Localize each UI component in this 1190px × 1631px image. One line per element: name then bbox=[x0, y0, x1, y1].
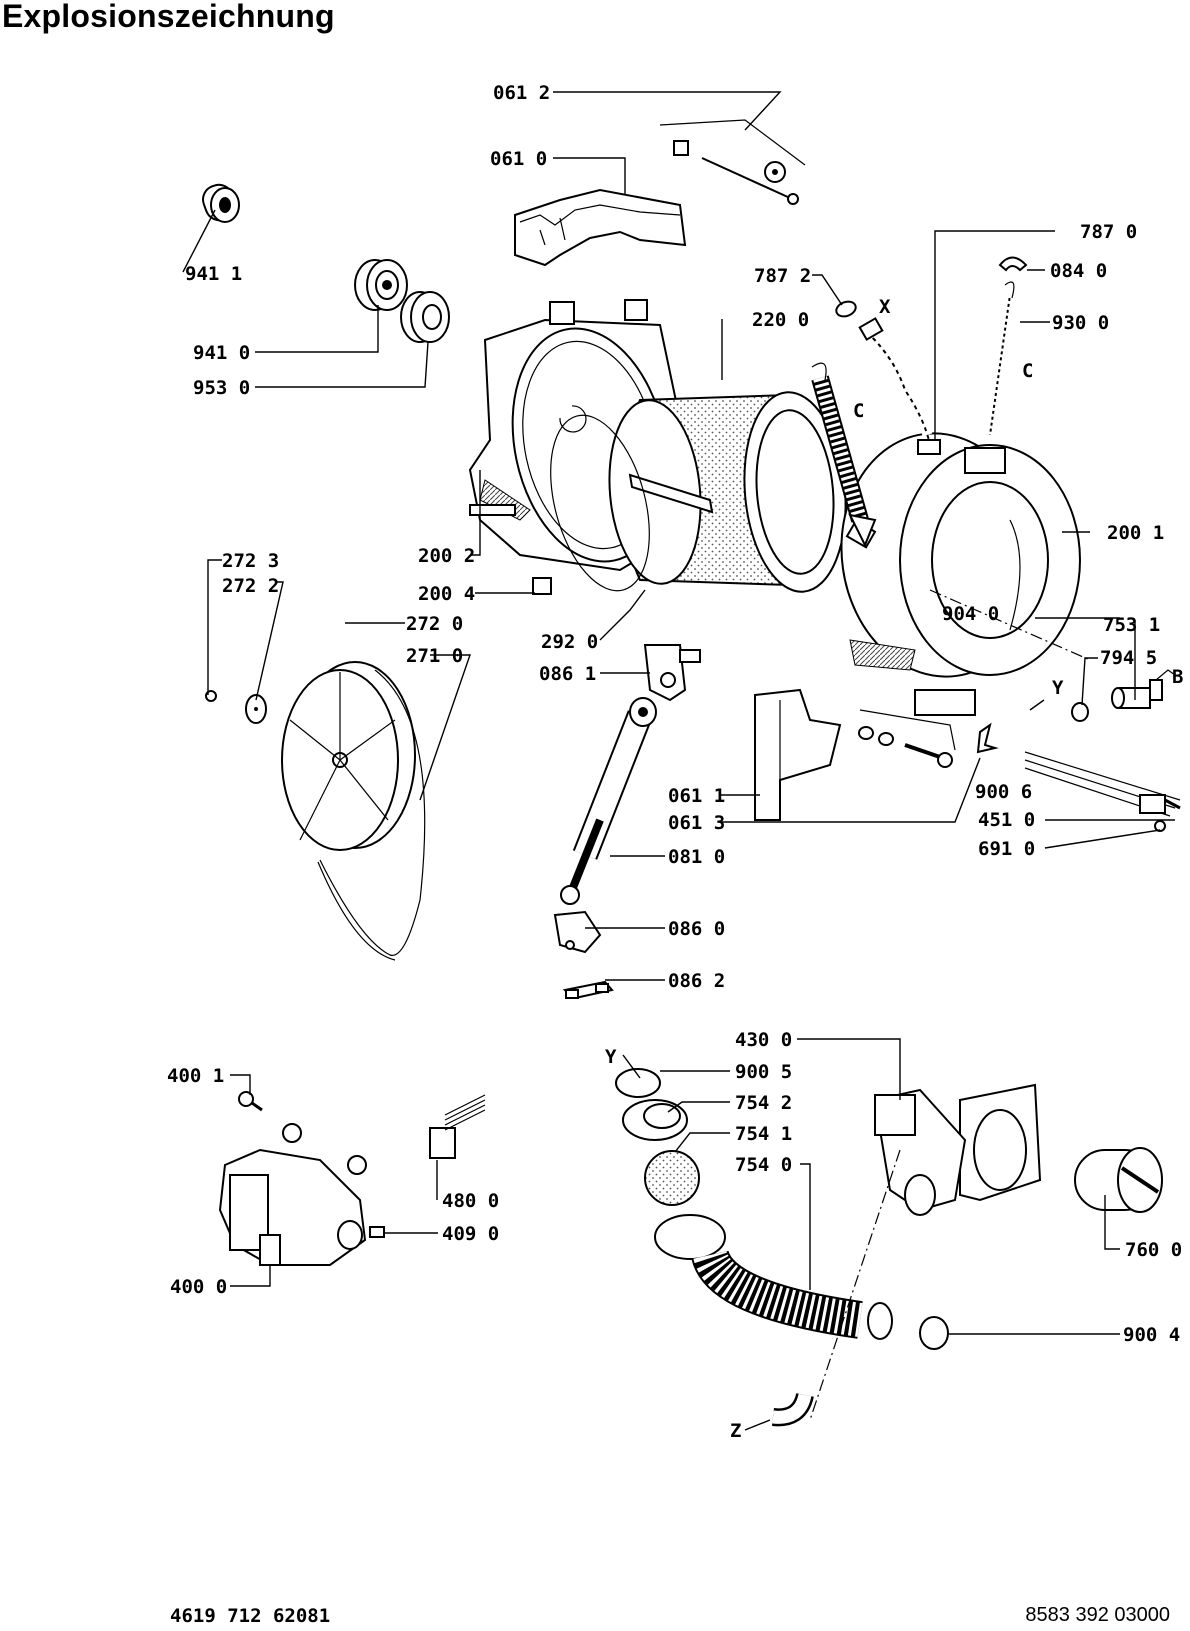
bearing-part-9411 bbox=[202, 183, 240, 223]
clamp-part-7872 bbox=[835, 300, 857, 318]
label-7542: 754 2 bbox=[735, 1092, 792, 1114]
counterweight-part-0611 bbox=[754, 688, 842, 821]
label-2720: 272 0 bbox=[406, 613, 463, 635]
ring-part-2920 bbox=[550, 414, 650, 592]
rod-part-0612 bbox=[659, 119, 806, 205]
label-x1: X bbox=[879, 296, 891, 318]
filter-part-7600 bbox=[1074, 1147, 1163, 1213]
heater-part-4510 bbox=[1024, 751, 1181, 817]
label-0610: 061 0 bbox=[490, 148, 547, 170]
label-0613: 061 3 bbox=[668, 812, 725, 834]
label-9006: 900 6 bbox=[975, 781, 1032, 803]
footer-left-code: 4619 712 62081 bbox=[170, 1605, 331, 1627]
bolt-set-part-0613 bbox=[858, 709, 956, 768]
nut-part-6910 bbox=[1154, 820, 1166, 832]
label-9004: 900 4 bbox=[1123, 1324, 1180, 1346]
label-7540: 754 0 bbox=[735, 1154, 792, 1176]
label-9530: 953 0 bbox=[193, 377, 250, 399]
bracket-part-0862 bbox=[562, 980, 614, 1000]
label-7541: 754 1 bbox=[735, 1123, 792, 1145]
part-labels: 061 2 061 0 941 1 787 0 787 2 X 084 0 22… bbox=[167, 82, 1183, 1442]
label-0860: 086 0 bbox=[668, 918, 725, 940]
label-7870: 787 0 bbox=[1080, 221, 1137, 243]
label-9005: 900 5 bbox=[735, 1061, 792, 1083]
drain-hose-part-7540 bbox=[654, 1214, 893, 1340]
label-6910: 691 0 bbox=[978, 838, 1035, 860]
label-2920: 292 0 bbox=[541, 631, 598, 653]
sensor-part-7531 bbox=[1111, 669, 1176, 709]
footer-right-code: 8583 392 03000 bbox=[1025, 1604, 1170, 1626]
brush-part-4800 bbox=[429, 1094, 486, 1159]
front-tub-part-2001 bbox=[840, 432, 1081, 716]
label-0611: 061 1 bbox=[668, 785, 725, 807]
label-4300: 430 0 bbox=[735, 1029, 792, 1051]
label-4090: 409 0 bbox=[442, 1223, 499, 1245]
clamp-part-9005 bbox=[615, 1068, 661, 1098]
label-y2: Y bbox=[605, 1046, 617, 1068]
label-2004: 200 4 bbox=[418, 583, 475, 605]
label-4001: 400 1 bbox=[167, 1065, 224, 1087]
assembly-axis-lines bbox=[809, 589, 1091, 1421]
label-y1: Y bbox=[1052, 677, 1064, 699]
clamp-part-9004 bbox=[919, 1316, 949, 1350]
seal-part-9530 bbox=[400, 291, 450, 343]
label-c1: C bbox=[1022, 360, 1033, 382]
label-c2: C bbox=[853, 400, 864, 422]
spring-part-left bbox=[811, 362, 877, 548]
label-4510: 451 0 bbox=[978, 809, 1035, 831]
label-9410: 941 0 bbox=[193, 342, 250, 364]
ball-part-7541 bbox=[644, 1150, 700, 1206]
label-9300: 930 0 bbox=[1052, 312, 1109, 334]
label-7531: 753 1 bbox=[1103, 614, 1160, 636]
drum-part-2200 bbox=[608, 391, 847, 593]
bellows-hose-part-7870 bbox=[858, 317, 941, 455]
exploded-view-diagram: 061 2 061 0 941 1 787 0 787 2 X 084 0 22… bbox=[167, 82, 1183, 1442]
label-2002: 200 2 bbox=[418, 545, 475, 567]
label-7945: 794 5 bbox=[1100, 647, 1157, 669]
screw-part-4001 bbox=[238, 1091, 263, 1112]
label-z: Z bbox=[730, 1420, 741, 1442]
label-0861: 086 1 bbox=[539, 663, 596, 685]
pump-part-4300 bbox=[873, 1083, 1042, 1216]
label-2001: 200 1 bbox=[1107, 522, 1164, 544]
belt-part-2710 bbox=[317, 669, 426, 961]
label-7600: 760 0 bbox=[1125, 1239, 1182, 1261]
label-2723: 272 3 bbox=[222, 550, 279, 572]
elbow-part-z bbox=[772, 1392, 814, 1427]
pulley-part-2720 bbox=[281, 661, 416, 851]
label-4800: 480 0 bbox=[442, 1190, 499, 1212]
page-title: Explosionszeichnung bbox=[2, 0, 335, 34]
label-4000: 400 0 bbox=[170, 1276, 227, 1298]
label-2710: 271 0 bbox=[406, 645, 463, 667]
label-2722: 272 2 bbox=[222, 575, 279, 597]
clip-part-2004 bbox=[532, 577, 552, 595]
bracket-part-0860 bbox=[553, 910, 602, 954]
label-b: B bbox=[1172, 666, 1183, 688]
label-9411: 941 1 bbox=[185, 263, 242, 285]
washer-part-2722 bbox=[245, 694, 267, 724]
label-9040: 904 0 bbox=[942, 603, 999, 625]
label-2200: 220 0 bbox=[752, 309, 809, 331]
label-0810: 081 0 bbox=[668, 846, 725, 868]
grommet-part-7945 bbox=[1071, 702, 1089, 722]
label-0840: 084 0 bbox=[1050, 260, 1107, 282]
label-7872: 787 2 bbox=[754, 265, 811, 287]
label-0612: 061 2 bbox=[493, 82, 550, 104]
label-0862: 086 2 bbox=[668, 970, 725, 992]
leader-lines bbox=[182, 91, 1175, 1431]
spring-part-9300 bbox=[983, 281, 1017, 436]
cap-part-0840 bbox=[998, 256, 1028, 272]
bearing-part-9410 bbox=[354, 259, 408, 311]
clip-part-9006 bbox=[976, 722, 999, 754]
counterweight-part-0610 bbox=[514, 188, 687, 267]
bracket-part-0861 bbox=[643, 644, 701, 702]
motor-part-4000 bbox=[218, 1123, 367, 1266]
shock-absorber-part-0810 bbox=[560, 697, 657, 905]
connector-part-4090 bbox=[369, 1226, 385, 1238]
